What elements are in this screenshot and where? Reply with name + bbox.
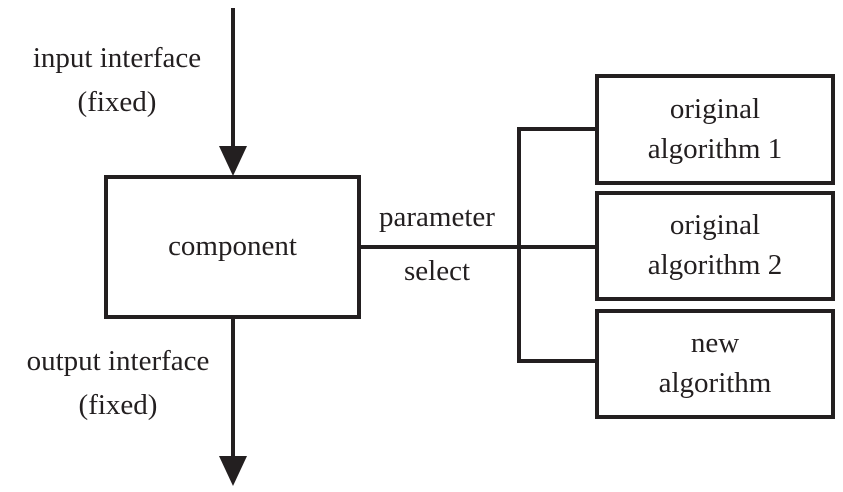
- parameter-select-label-line1: parameter: [379, 201, 495, 233]
- algorithm-3-label-line1: new: [690, 327, 740, 359]
- component-label: component: [106, 229, 359, 263]
- parameter-select-label-line2: select: [403, 255, 470, 287]
- parameter-select-label: parameter select: [362, 200, 512, 288]
- algorithm-1-label-line1: original: [669, 93, 761, 125]
- input-interface-label-line2: (fixed): [77, 86, 157, 118]
- output-interface-label-line2: (fixed): [78, 389, 158, 421]
- input-arrow-head: [219, 146, 247, 176]
- output-interface-label: output interface (fixed): [4, 344, 232, 422]
- component-label-text: component: [168, 230, 297, 262]
- algorithm-box-1: [595, 74, 835, 185]
- algorithm-2-label-line2: algorithm 2: [647, 249, 783, 281]
- algorithm-1-label: original algorithm 1: [597, 92, 833, 166]
- algorithm-box-3: [595, 309, 835, 419]
- input-interface-label-line1: input interface: [32, 42, 202, 74]
- algorithm-2-label: original algorithm 2: [597, 208, 833, 282]
- algorithm-1-label-line2: algorithm 1: [647, 133, 783, 165]
- output-arrow-head: [219, 456, 247, 486]
- algorithm-3-label: new algorithm: [597, 326, 833, 400]
- output-interface-label-line1: output interface: [26, 345, 210, 377]
- algorithm-3-label-line2: algorithm: [658, 367, 772, 399]
- algorithm-2-label-line1: original: [669, 209, 761, 241]
- algorithm-box-2: [595, 191, 835, 301]
- input-interface-label: input interface (fixed): [14, 41, 220, 119]
